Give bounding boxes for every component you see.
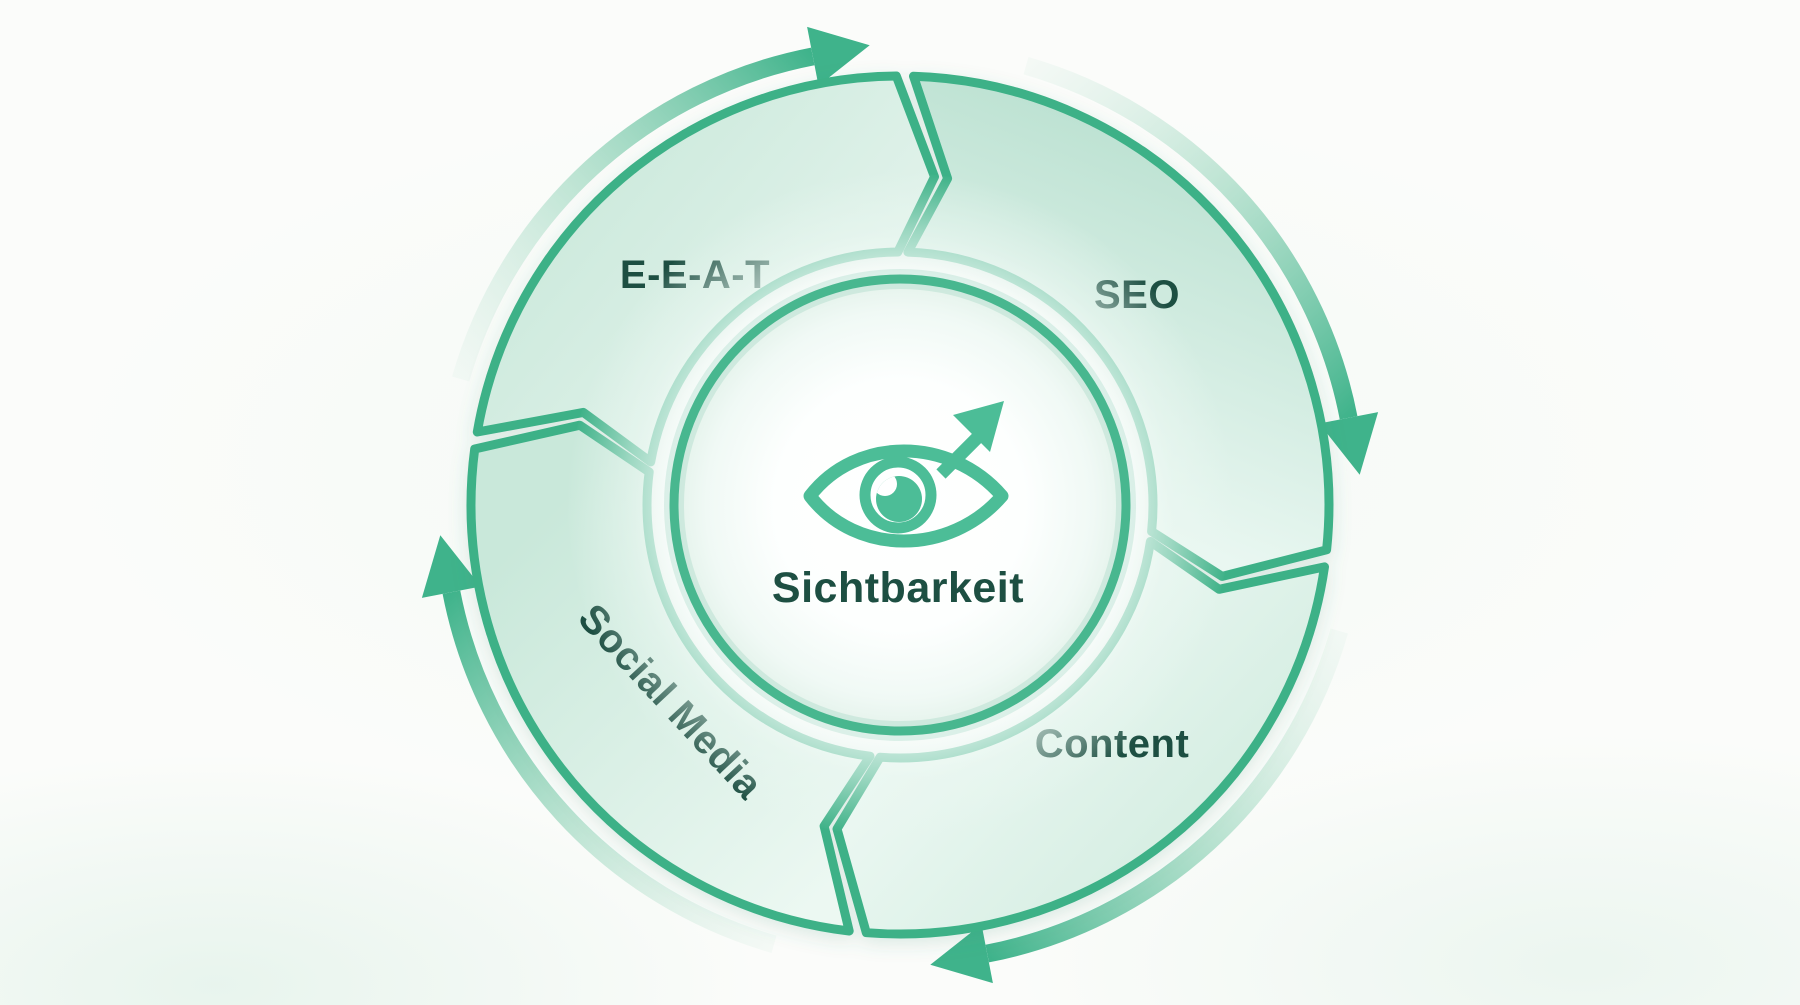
outer-flow-arrows xyxy=(421,26,1379,984)
eye-iris xyxy=(859,456,937,534)
center-rim xyxy=(669,274,1131,736)
center-label: Sichtbarkeit xyxy=(772,564,1024,612)
growth-arrow-head xyxy=(953,401,1004,452)
flow-arrowhead-bottom xyxy=(930,924,993,984)
growth-arrow-shaft xyxy=(936,432,983,479)
flow-arrowhead-left xyxy=(421,535,481,598)
eye-outline xyxy=(803,444,1009,548)
flow-arrowhead-top xyxy=(807,26,870,86)
center-circle: Sichtbarkeit xyxy=(568,173,1232,837)
flow-arc-right xyxy=(1023,57,1358,420)
flow-arc-left xyxy=(442,590,777,953)
flow-arrowhead-right xyxy=(1319,412,1379,475)
flow-arc-bottom xyxy=(985,628,1348,963)
eye-growth-arrow-icon xyxy=(803,401,1009,548)
flow-arc-top xyxy=(452,47,815,382)
